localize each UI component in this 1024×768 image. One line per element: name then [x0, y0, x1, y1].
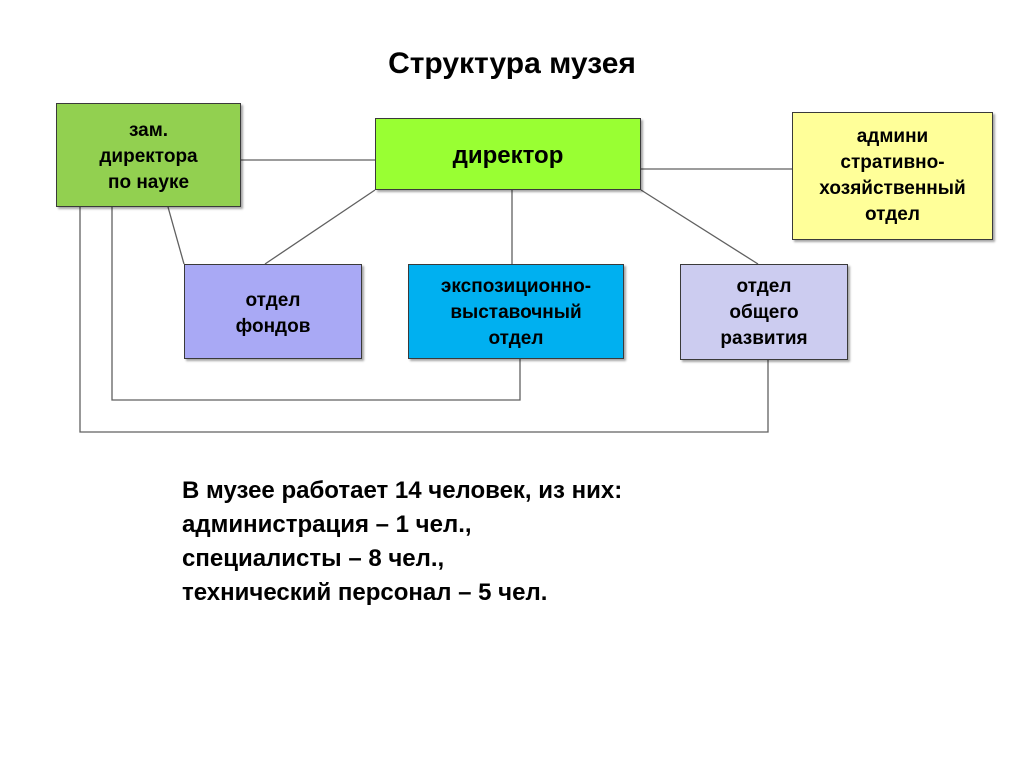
box-collections-department: отдел фондов — [184, 264, 362, 359]
line-zam-expo — [111, 207, 521, 401]
line-director-general — [640, 189, 759, 265]
page-title: Структура музея — [388, 47, 636, 80]
summary-line: администрация – 1 чел., — [182, 511, 472, 538]
box-label: отдел фондов — [235, 290, 311, 337]
box-label: зам. директора по науке — [99, 120, 198, 193]
box-label: админи стративно- хозяйственный отдел — [819, 126, 966, 225]
box-exhibition-department: экспозиционно- выставочный отдел — [408, 264, 624, 359]
summary-line: В музее работает 14 человек, из них: — [182, 477, 623, 504]
box-general-development-department: отдел общего развития — [680, 264, 848, 360]
line-director-fond — [264, 189, 376, 265]
box-label: отдел общего развития — [720, 276, 808, 349]
summary-line: специалисты – 8 чел., — [182, 545, 445, 572]
summary-line: технический персонал – 5 чел. — [182, 579, 548, 606]
box-label: директор — [452, 142, 564, 169]
line-zam-general — [79, 207, 769, 433]
box-deputy-director-science: зам. директора по науке — [56, 103, 241, 207]
box-label: экспозиционно- выставочный отдел — [440, 276, 592, 349]
box-administrative-department: админи стративно- хозяйственный отдел — [792, 112, 993, 240]
line-zam-fond — [167, 206, 185, 265]
staff-summary: В музее работает 14 человек, из них: адм… — [182, 474, 882, 610]
box-director: директор — [375, 118, 641, 190]
